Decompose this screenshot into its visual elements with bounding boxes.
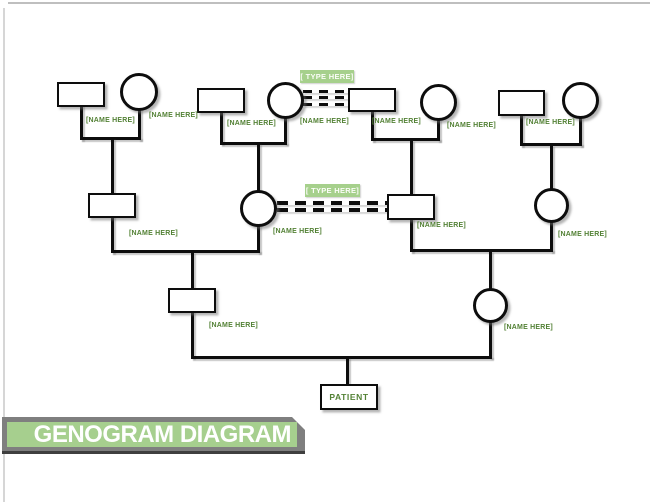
name-placeholder-label[interactable]: [NAME HERE] [504, 324, 553, 331]
relationship-dashed-line [277, 208, 388, 212]
family-connector-line [549, 218, 553, 252]
mother-female-circle[interactable] [472, 287, 508, 323]
name-placeholder-label[interactable]: [NAME HERE] [149, 112, 198, 119]
page-top-edge [8, 2, 650, 4]
family-connector-line [549, 144, 553, 191]
name-placeholder-label[interactable]: [NAME HERE] [227, 120, 276, 127]
family-connector-line [488, 251, 492, 290]
family-connector-line [256, 143, 260, 192]
page-title: GENOGRAM DIAGRAM [33, 421, 292, 448]
name-placeholder-label[interactable]: [NAME HERE] [86, 117, 135, 124]
family-connector-line [110, 250, 260, 253]
patient-box[interactable]: PATIENT [320, 384, 378, 410]
family-connector-line [191, 252, 194, 290]
family-connector-line [436, 116, 440, 141]
family-connector-line [578, 114, 582, 146]
name-placeholder-label[interactable]: [NAME HERE] [300, 118, 349, 125]
relationship-type-placeholder-label[interactable]: [ TYPE HERE] [300, 70, 354, 83]
great-grandfather-3-male-box[interactable] [348, 88, 396, 112]
great-grandfather-2-male-box[interactable] [197, 88, 245, 113]
relationship-dashed-line [277, 201, 388, 205]
grandmother-left-female-circle[interactable] [239, 189, 277, 227]
family-connector-line [409, 139, 413, 197]
family-connector-line [370, 108, 374, 141]
relationship-dashed-line [303, 96, 350, 99]
grandmother-right-female-circle[interactable] [533, 187, 569, 223]
family-connector-line [283, 114, 287, 144]
family-connector-line [79, 104, 83, 140]
family-connector-line [137, 108, 141, 140]
name-placeholder-label[interactable]: [NAME HERE] [209, 322, 258, 329]
page-left-edge [3, 8, 5, 502]
family-connector-line [488, 318, 492, 358]
family-connector-line [370, 138, 440, 141]
great-grandmother-2-female-circle[interactable] [266, 81, 304, 119]
patient-label: PATIENT [329, 392, 369, 402]
family-connector-line [191, 355, 492, 359]
great-grandmother-3-female-circle[interactable] [419, 83, 457, 121]
great-grandmother-4-female-circle[interactable] [561, 81, 599, 119]
family-connector-line [219, 109, 223, 144]
name-placeholder-label[interactable]: [NAME HERE] [447, 122, 496, 129]
name-placeholder-label[interactable]: [NAME HERE] [558, 231, 607, 238]
name-placeholder-label[interactable]: [NAME HERE] [372, 118, 421, 125]
family-connector-line [256, 222, 260, 253]
relationship-dashed-line [303, 89, 350, 93]
name-placeholder-label[interactable]: [NAME HERE] [526, 119, 575, 126]
title-banner-green-bar: GENOGRAM DIAGRAM [7, 422, 297, 447]
relationship-type-placeholder-label[interactable]: [ TYPE HERE] [305, 184, 360, 197]
family-connector-line [79, 136, 141, 140]
title-banner: GENOGRAM DIAGRAM [2, 417, 305, 454]
family-connector-line [110, 214, 114, 253]
relationship-dashed-line [303, 102, 350, 106]
great-grandfather-1-male-box[interactable] [57, 82, 105, 107]
family-connector-line [191, 309, 194, 358]
father-male-box[interactable] [168, 288, 216, 313]
family-connector-line [219, 141, 287, 145]
family-connector-line [110, 138, 114, 195]
name-placeholder-label[interactable]: [NAME HERE] [417, 222, 466, 229]
grandfather-right-male-box[interactable] [387, 194, 435, 220]
name-placeholder-label[interactable]: [NAME HERE] [129, 230, 178, 237]
family-connector-line [346, 357, 349, 385]
great-grandfather-4-male-box[interactable] [498, 90, 545, 116]
grandfather-left-male-box[interactable] [88, 193, 136, 218]
great-grandmother-1-female-circle[interactable] [120, 73, 158, 111]
family-connector-line [409, 216, 413, 252]
family-connector-line [409, 249, 553, 252]
family-connector-line [519, 112, 523, 146]
name-placeholder-label[interactable]: [NAME HERE] [273, 228, 322, 235]
